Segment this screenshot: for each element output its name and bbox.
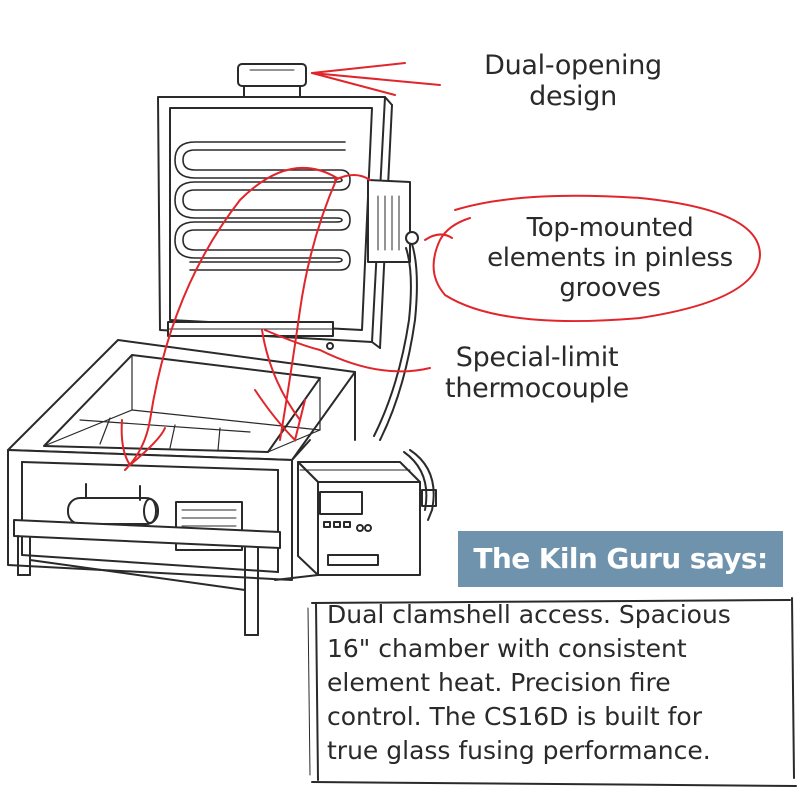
callout-dual-line1: Dual-opening [484,50,662,81]
guru-line: element heat. Precision fire [327,668,671,697]
guru-speech-box [307,597,797,787]
callout-dual-opening: Dual-opening design [448,50,698,112]
kiln-chamber [43,354,321,453]
guru-line: true glass fusing performance. [327,736,711,765]
lid-handle [237,63,307,98]
heating-elements [174,141,351,271]
callout-top-line3: grooves [559,273,661,303]
guru-line: control. The CS16D is built for [327,702,702,731]
annotation-marks [120,62,762,471]
guru-line: 16" chamber with consistent [327,634,687,663]
callout-tc-line2: thermocouple [445,373,629,404]
callout-top-mounted: Top-mounted elements in pinless grooves [455,213,765,303]
callout-thermocouple: Special-limit thermocouple [412,342,662,404]
kiln-stand [13,519,281,636]
thermocouple-cable [373,243,437,521]
element-terminal-box [367,179,419,263]
guru-description: Dual clamshell access. Spacious 16" cham… [327,598,787,768]
controller-box [274,461,421,581]
hinge-bar [167,321,334,350]
callout-top-line2: elements in pinless [487,243,733,273]
callout-dual-line2: design [529,81,617,112]
callout-tc-line1: Special-limit [455,342,619,373]
kiln-base [7,339,356,581]
front-handle [67,483,159,525]
guru-badge: The Kiln Guru says: [458,531,783,587]
guru-line: Dual clamshell access. Spacious [327,600,731,629]
callout-top-line1: Top-mounted [526,213,694,243]
